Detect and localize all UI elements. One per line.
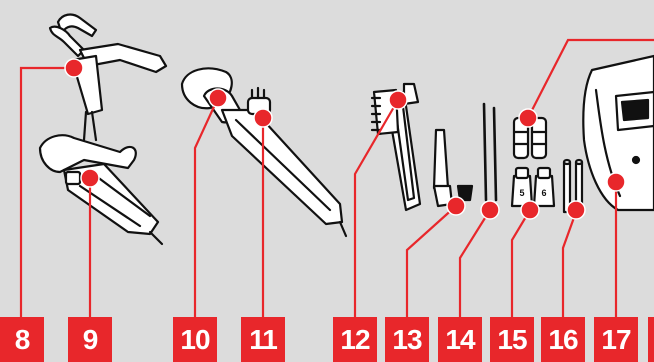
electrode-holder-drawing	[40, 135, 162, 244]
callout-dot-top	[519, 109, 537, 127]
callout-dot-13	[447, 197, 465, 215]
nozzles-drawing	[512, 168, 554, 206]
leader-line-16	[563, 212, 576, 318]
callout-tag-11: 11	[241, 317, 285, 362]
callout-dot-10	[209, 89, 227, 107]
callout-dot-16	[567, 201, 585, 219]
tungsten-electrodes-drawing	[484, 104, 496, 200]
leader-line-14	[460, 210, 490, 318]
callout-tag-15: 15	[490, 317, 534, 362]
leader-line-15	[512, 210, 530, 318]
leader-line-8	[21, 68, 74, 318]
callout-tag-14: 14	[438, 317, 482, 362]
callout-dot-12	[389, 91, 407, 109]
callout-tag-9: 9	[68, 317, 112, 362]
callout-tag-12: 12	[333, 317, 377, 362]
callout-dot-9	[81, 169, 99, 187]
callout-tag-8: 8	[0, 317, 44, 362]
callout-tag-17: 17	[594, 317, 638, 362]
callout-tag-10: 10	[173, 317, 217, 362]
callout-tag-13: 13	[385, 317, 429, 362]
callout-dot-11	[254, 109, 272, 127]
callout-dot-15	[521, 201, 539, 219]
callout-tag-partial	[648, 317, 654, 362]
callout-dot-14	[481, 201, 499, 219]
callout-dot-17	[607, 173, 625, 191]
leader-line-10	[195, 98, 218, 318]
callout-dot-8	[65, 59, 83, 77]
leader-line-13	[407, 206, 456, 318]
earth-clamp-drawing	[50, 15, 166, 140]
nozzle-size-6-label: 6	[541, 188, 546, 198]
nozzle-size-5-label: 5	[519, 188, 524, 198]
callout-tag-16: 16	[541, 317, 585, 362]
ceramic-cup-drawing	[434, 130, 472, 206]
